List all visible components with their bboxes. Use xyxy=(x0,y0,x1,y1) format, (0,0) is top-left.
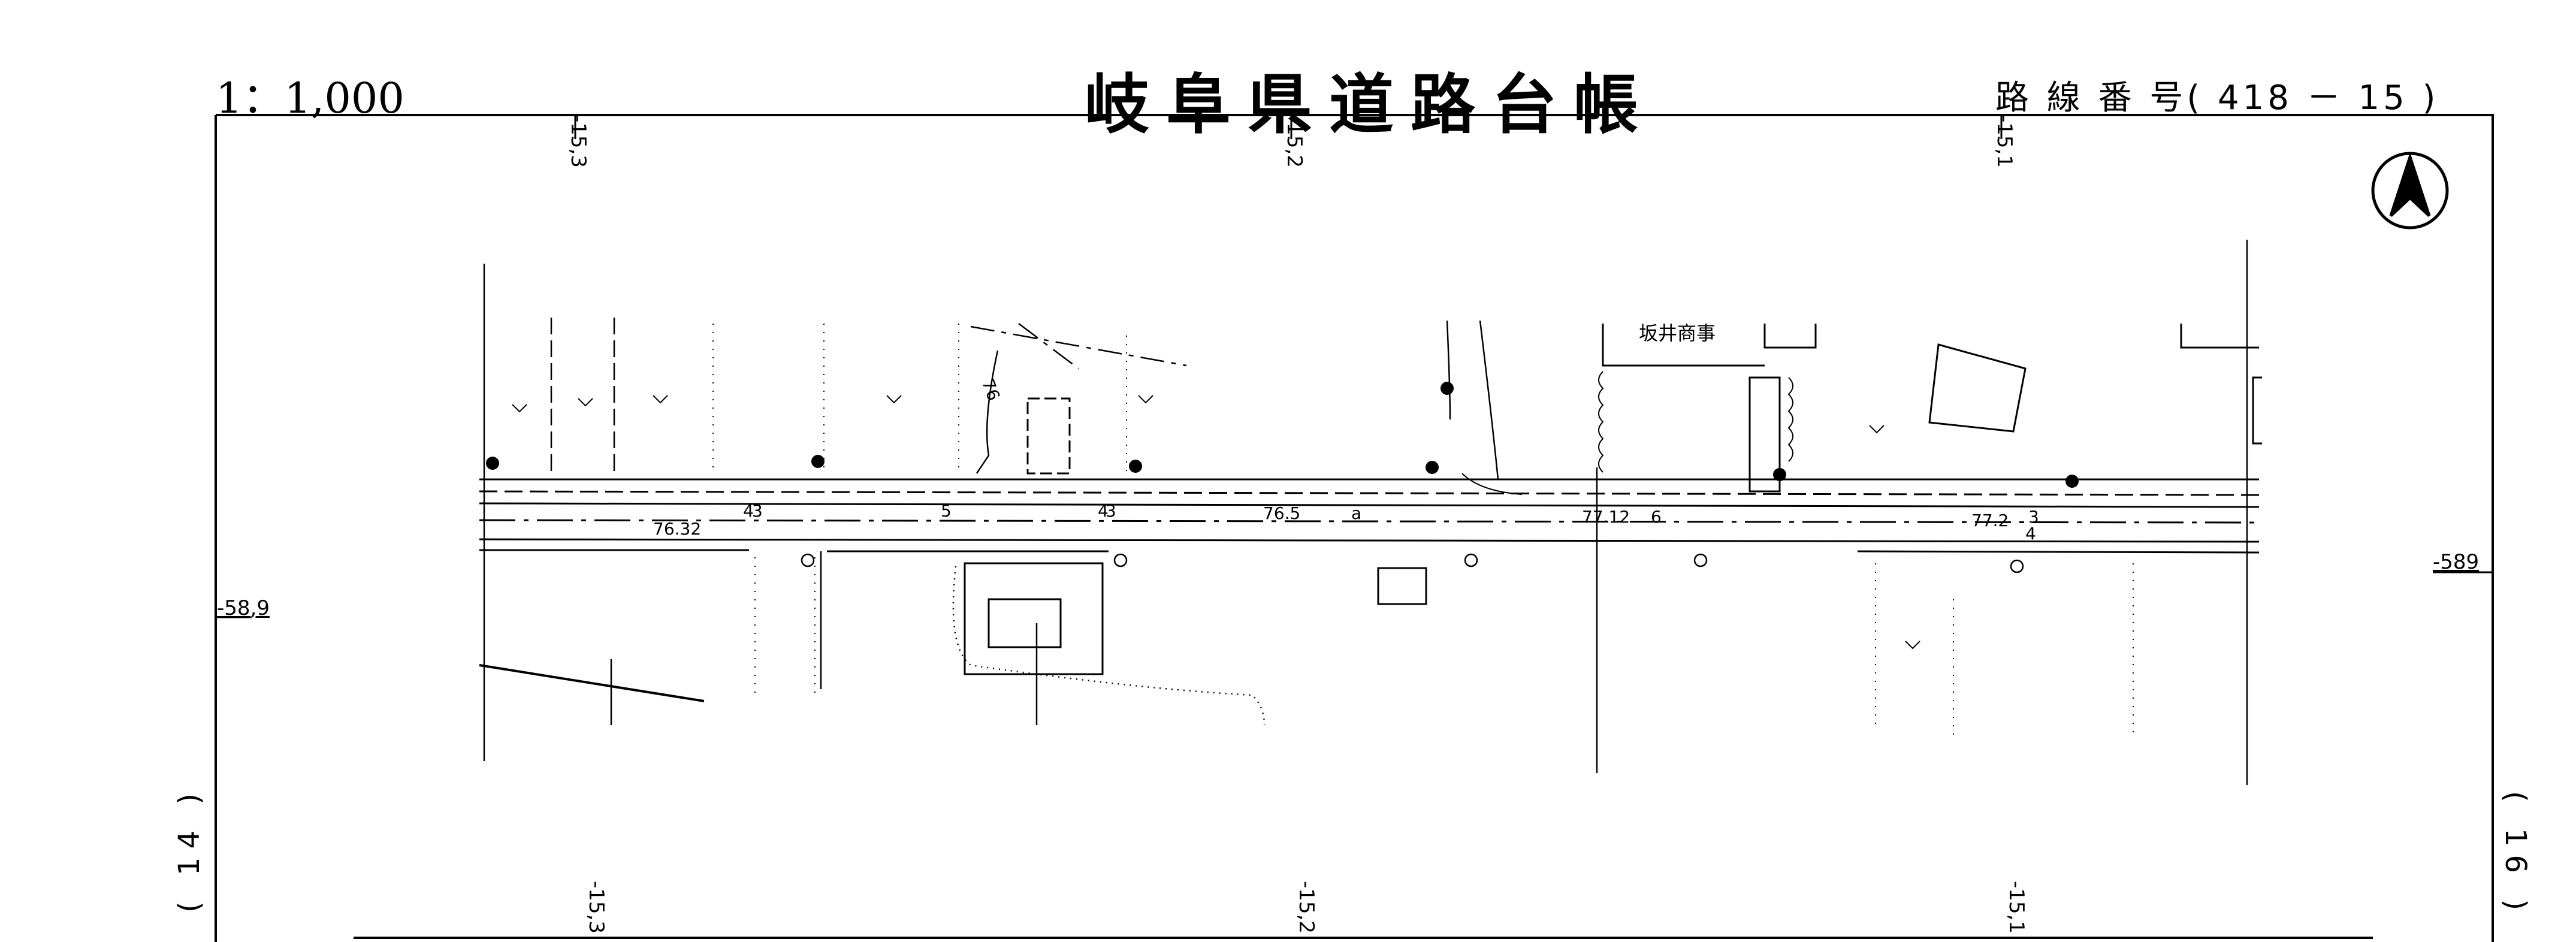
dimension-6: 6 xyxy=(1651,507,1662,527)
right-tick: -589 xyxy=(2433,550,2480,574)
contour-label: 76 xyxy=(978,376,1004,403)
top-tick-3: -15,1 xyxy=(1992,115,2016,168)
pole-markers xyxy=(486,382,2079,488)
map-labels: 坂井商事 76.32 76.5 77.12 77.2 a 4 3 5 4 3 6… xyxy=(653,322,2039,544)
hydrant-markers xyxy=(801,553,2024,573)
bottom-tick-2: -15,2 xyxy=(1294,881,1318,934)
vegetation-marks xyxy=(512,395,1920,650)
grid-ticks xyxy=(216,115,2493,618)
dimension-2: 3 xyxy=(752,501,763,521)
route-number: 路 線 番 号( 418 － 15 ) xyxy=(1995,78,2439,117)
buildings xyxy=(964,324,2262,675)
dimension-4: 4 xyxy=(1098,501,1109,521)
stream-curve xyxy=(952,566,1266,726)
elevation-3: 77.12 xyxy=(1582,507,1630,527)
page-title: 岐阜県道路台帳 xyxy=(1085,68,1656,143)
slope-line xyxy=(479,664,705,702)
bottom-tick-1: -15,3 xyxy=(584,881,608,934)
map-frame xyxy=(215,114,2494,942)
road-lines xyxy=(479,478,2260,554)
elevation-1: 76.32 xyxy=(653,519,701,539)
dimension-5: 3 xyxy=(1106,501,1116,521)
elevation-4: 77.2 xyxy=(1971,511,2009,530)
dimension-8: 4 xyxy=(2025,524,2036,544)
path-curve xyxy=(976,350,999,474)
dimension-7: 3 xyxy=(2028,507,2039,527)
property-lines xyxy=(483,240,2248,785)
right-sheet-number: ( 16 ) xyxy=(2499,791,2532,919)
retaining-wall xyxy=(1598,371,1793,473)
dimension-1: 4 xyxy=(743,501,754,521)
left-tick: -58,9 xyxy=(217,596,270,620)
top-tick-2: -15,2 xyxy=(1282,115,1306,168)
elevation-2: 76.5 xyxy=(1263,503,1300,523)
top-tick-1: -15,3 xyxy=(566,115,590,168)
fence-hatches xyxy=(712,324,2134,737)
chainage-mark: a xyxy=(1351,503,1361,523)
north-arrow-icon xyxy=(2371,152,2449,230)
dimension-3: 5 xyxy=(941,501,952,521)
bottom-tick-3: -15,1 xyxy=(2004,881,2028,934)
building-label: 坂井商事 xyxy=(1639,322,1716,345)
